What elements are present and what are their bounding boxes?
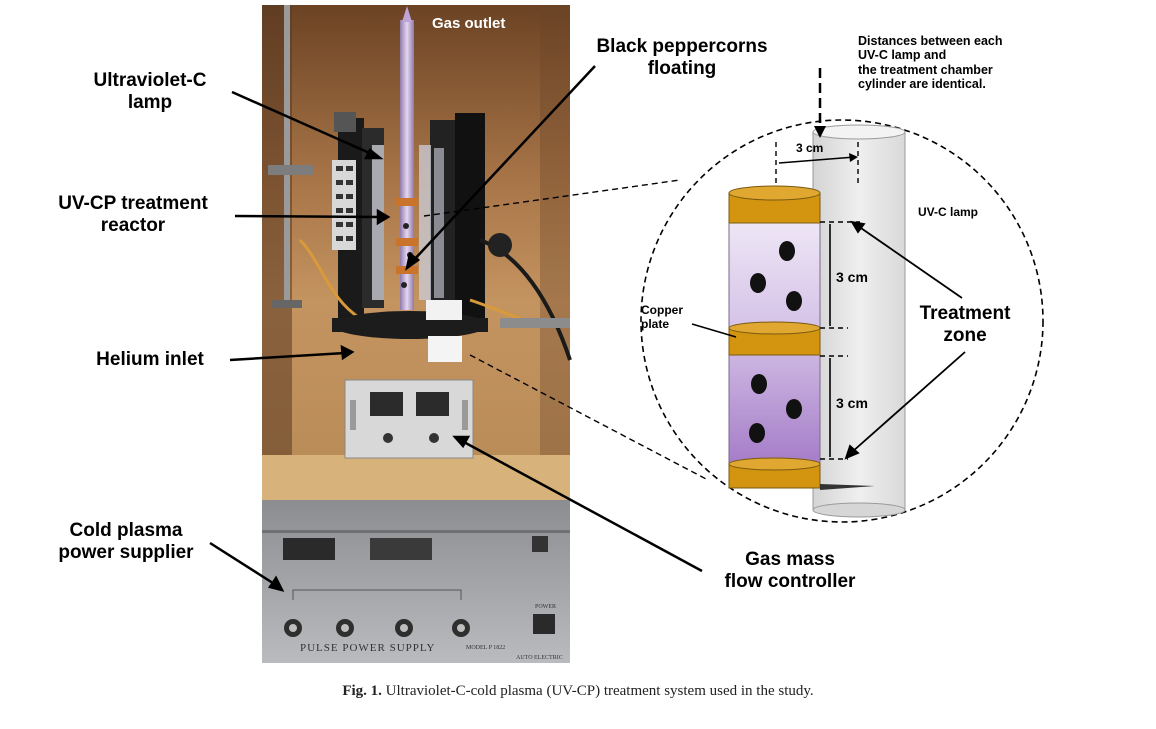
figure-number: Fig. 1.	[342, 683, 382, 699]
power-text: POWER	[535, 604, 556, 610]
distance-3cm-label: 3 cm	[796, 141, 824, 155]
gas-mass-flow-label: Gas mass flow controller	[724, 549, 856, 592]
detail-view	[423, 68, 1044, 523]
zone-3cm-bottom-label: 3 cm	[836, 395, 868, 411]
zone-3cm-top-label: 3 cm	[836, 269, 868, 285]
label-arrows	[209, 65, 703, 592]
caption-text: Ultraviolet-C-cold plasma (UV-CP) treatm…	[385, 683, 814, 699]
uvc-lamp-detail-label: UV-C lamp	[918, 205, 979, 219]
gas-outlet-label: Gas outlet	[432, 15, 506, 32]
uvc-lamp-cylinder	[812, 124, 906, 518]
figure-caption: Fig. 1. Ultraviolet-C-cold plasma (UV-CP…	[0, 683, 1156, 700]
peppercorns-label: Black peppercorns floating	[596, 36, 768, 79]
copper-plate-label: Copper plate	[641, 303, 683, 331]
apparatus-photo	[262, 5, 572, 663]
pulse-power-supply-text: PULSE POWER SUPPLY	[300, 642, 436, 654]
distances-note: Distances between each UV-C lamp and the…	[858, 34, 1003, 92]
peppercorn-dots	[749, 241, 802, 443]
uvc-lamp-photo-label: Ultraviolet-C lamp	[93, 70, 207, 113]
reactor-label: UV-CP treatment reactor	[58, 193, 208, 236]
treatment-chamber	[728, 185, 875, 490]
power-supplier-label: Cold plasma power supplier	[58, 520, 194, 563]
treatment-zone-label: Treatment zone	[919, 303, 1011, 346]
helium-inlet-label: Helium inlet	[96, 349, 204, 370]
auto-electric-text: AUTO ELECTRIC	[516, 655, 563, 661]
model-text: MODEL P 1822	[466, 645, 506, 651]
